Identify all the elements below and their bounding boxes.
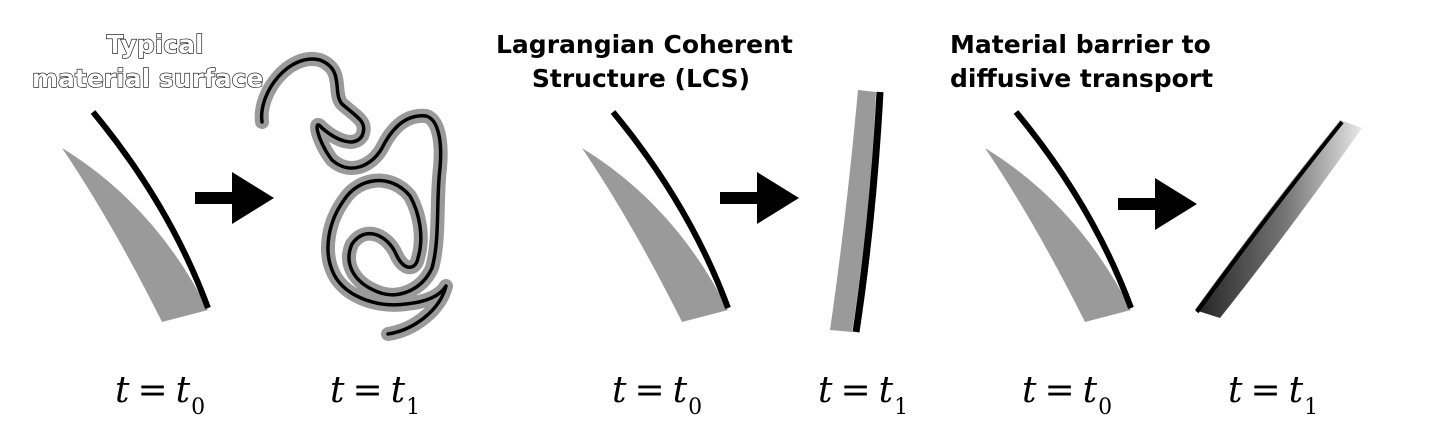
panel1-initial-surface <box>62 110 211 322</box>
label-sub: 1 <box>1304 395 1319 420</box>
panel1-folded-surface <box>254 52 453 341</box>
label-rhs: t <box>390 370 406 411</box>
panel2-arrow <box>720 172 799 224</box>
panel3-label-t1: t=t1 <box>1228 370 1318 420</box>
panel2-title-line1: Lagrangian Coherent <box>496 30 793 59</box>
label-sub: 0 <box>191 395 206 420</box>
label-var: t <box>1022 370 1037 411</box>
panel3-title-line2: diffusive transport <box>950 64 1214 93</box>
label-sub: 0 <box>1098 395 1113 420</box>
label-eq: = <box>840 370 871 411</box>
label-var: t <box>330 370 345 411</box>
label-sub: 0 <box>688 395 703 420</box>
panel3-title: Material barrier to diffusive transport <box>950 28 1214 96</box>
label-var: t <box>115 370 130 411</box>
panel2-label-t0: t=t0 <box>612 370 702 420</box>
panel1-title: Typical material surface <box>31 28 264 96</box>
panel1-title-line1: Typical <box>106 29 204 59</box>
label-eq: = <box>352 370 383 411</box>
label-var: t <box>818 370 833 411</box>
panel3-title-line1: Material barrier to <box>950 30 1211 59</box>
panel2-lcs-surface <box>830 90 884 333</box>
panel1-title-line2: material surface <box>31 63 264 93</box>
panel2-label-t1: t=t1 <box>818 370 908 420</box>
panel3-barrier-surface <box>1195 120 1362 318</box>
panel1-label-t0: t=t0 <box>115 370 205 420</box>
panel3-arrow <box>1118 178 1197 230</box>
label-rhs: t <box>672 370 688 411</box>
label-var: t <box>1228 370 1243 411</box>
panel2-title-line2: Structure (LCS) <box>531 64 751 93</box>
panel1-arrow <box>195 172 274 224</box>
label-eq: = <box>1250 370 1281 411</box>
label-eq: = <box>634 370 665 411</box>
panel3-label-t0: t=t0 <box>1022 370 1112 420</box>
label-sub: 1 <box>406 395 421 420</box>
label-rhs: t <box>878 370 894 411</box>
label-rhs: t <box>1288 370 1304 411</box>
label-rhs: t <box>175 370 191 411</box>
panel2-title: Lagrangian Coherent Structure (LCS) <box>496 28 793 96</box>
label-eq: = <box>1044 370 1075 411</box>
label-sub: 1 <box>894 395 909 420</box>
label-rhs: t <box>1082 370 1098 411</box>
panel2-initial-surface <box>582 110 731 322</box>
panel1-label-t1: t=t1 <box>330 370 420 420</box>
label-eq: = <box>137 370 168 411</box>
label-var: t <box>612 370 627 411</box>
panel3-initial-surface <box>985 110 1134 322</box>
